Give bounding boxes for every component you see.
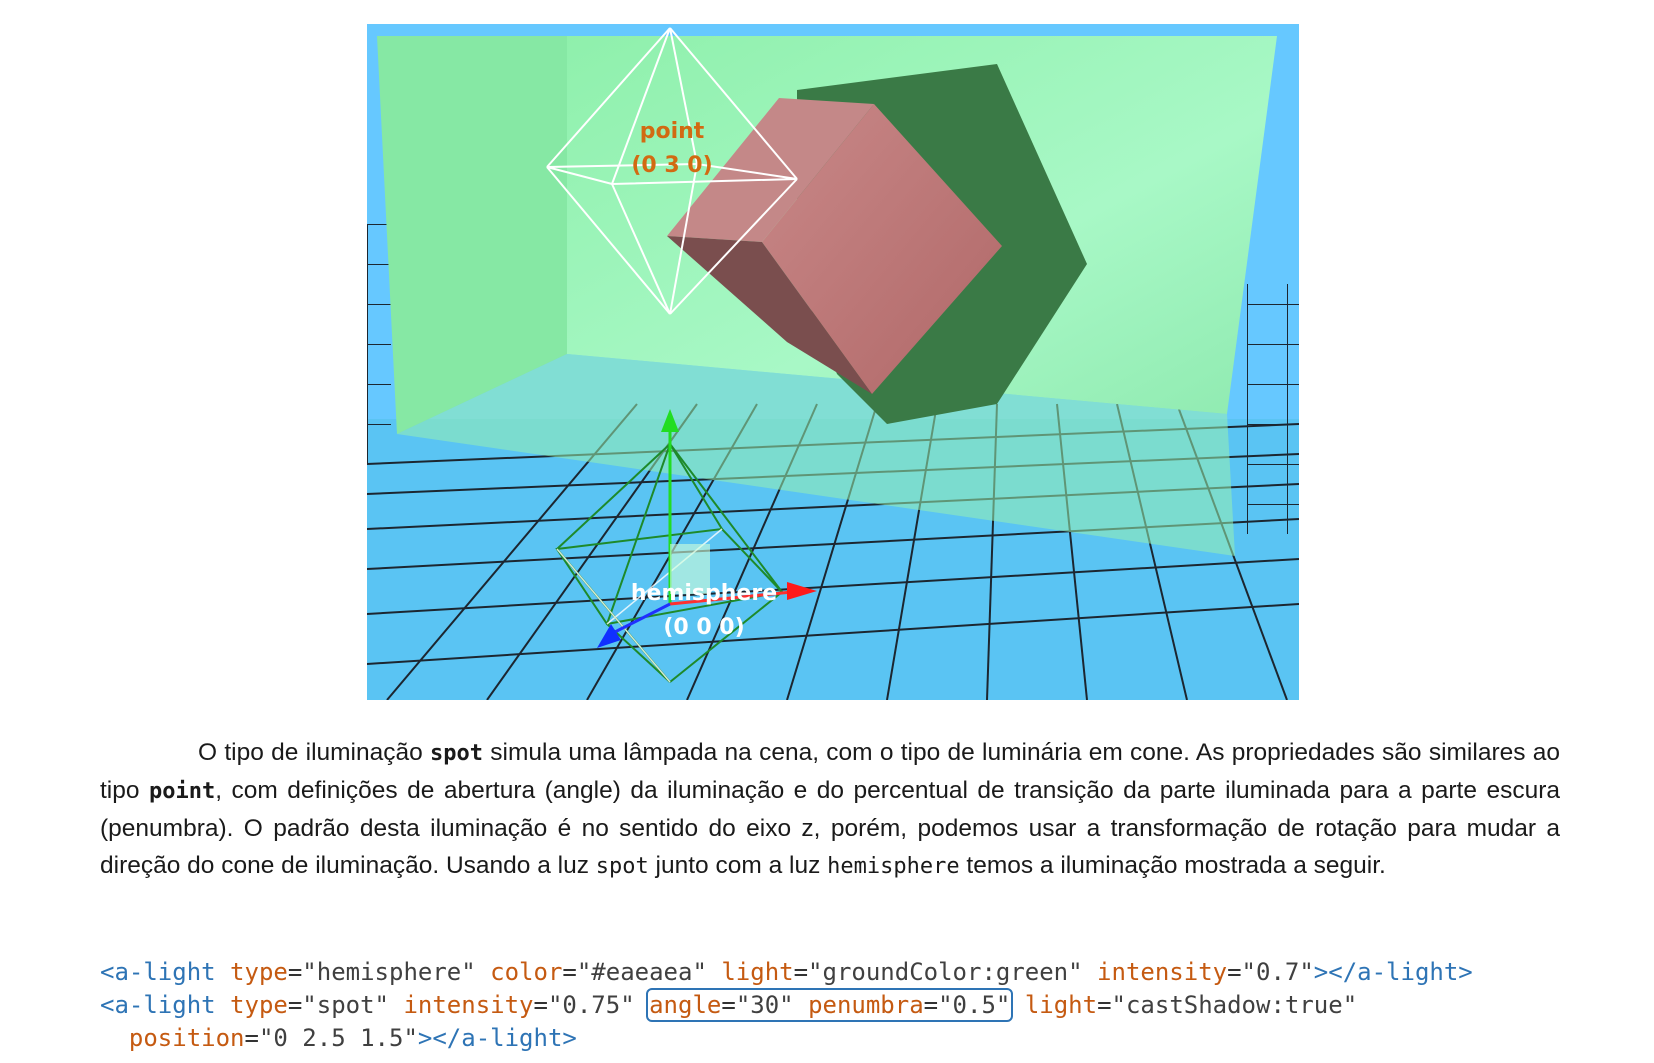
cube (667, 98, 1002, 394)
highlight-box: angle="30" penumbra="0.5" (646, 988, 1014, 1022)
code-line-2: <a-light type="spot" intensity="0.75" an… (100, 988, 1358, 1022)
attr-name: intensity (403, 991, 534, 1019)
attr-value: "30" (735, 991, 794, 1019)
body-paragraph: O tipo de iluminação spot simula uma lâm… (100, 734, 1560, 885)
attr-value: "castShadow:true" (1111, 991, 1358, 1019)
attr-value: "0 2.5 1.5" (258, 1024, 418, 1052)
attr-value: "0.7" (1241, 958, 1314, 986)
hemisphere-position: (0 0 0) (663, 615, 744, 640)
tag-open: <a-light (100, 958, 216, 986)
left-wall (377, 36, 567, 434)
attr-value: "0.75" (547, 991, 635, 1019)
code-block: <a-light type="hemisphere" color="#eaeae… (100, 956, 1620, 1055)
floor-panel (397, 354, 1235, 556)
attr-name: angle (649, 991, 722, 1019)
z-axis-arrow-icon (597, 624, 621, 648)
attr-name: light (1024, 991, 1098, 1019)
attr-value: "groundColor:green" (808, 958, 1083, 986)
hemisphere-light-helper (555, 409, 817, 683)
text-run: junto com a luz (648, 852, 828, 879)
code-spot: spot (430, 741, 484, 766)
text-run: , com definições de abertura (angle) da … (100, 777, 1560, 879)
attr-name: color (490, 958, 563, 986)
attr-name: position (128, 1024, 245, 1052)
x-axis-arrow-icon (787, 582, 817, 600)
scene-svg: point (0 3 0) (366, 24, 1300, 701)
text-run: simula uma lâmpada na cena, com o tipo d… (100, 739, 1560, 804)
attr-name: penumbra (808, 991, 924, 1019)
code-line-1: <a-light type="hemisphere" color="#eaeae… (100, 958, 1473, 986)
tag-close: ></a-light> (417, 1024, 577, 1052)
text-run: temos a iluminação mostrada a seguir. (959, 852, 1386, 879)
attr-name: type (230, 991, 288, 1019)
tag-open: <a-light (100, 991, 216, 1019)
attr-name: type (230, 958, 288, 986)
code-spot-inline: spot (595, 854, 649, 879)
code-line-3: position="0 2.5 1.5"></a-light> (128, 1024, 577, 1052)
scene-render: point (0 3 0) (366, 24, 1300, 701)
code-point: point (149, 779, 216, 804)
code-hemisphere-inline: hemisphere (827, 854, 960, 879)
y-axis-arrow-icon (661, 409, 679, 432)
attr-value: "#eaeaea" (576, 958, 707, 986)
hemisphere-label: hemisphere (631, 581, 777, 606)
attr-value: "hemisphere" (302, 958, 476, 986)
point-position: (0 3 0) (631, 153, 712, 178)
attr-name: intensity (1097, 958, 1228, 986)
attr-name: light (721, 958, 794, 986)
tag-close: ></a-light> (1313, 958, 1473, 986)
point-light-helper (546, 27, 798, 315)
attr-value: "spot" (302, 991, 389, 1019)
attr-value: "0.5" (938, 991, 1011, 1019)
point-label: point (640, 119, 705, 144)
text-run: O tipo de iluminação (198, 739, 431, 766)
